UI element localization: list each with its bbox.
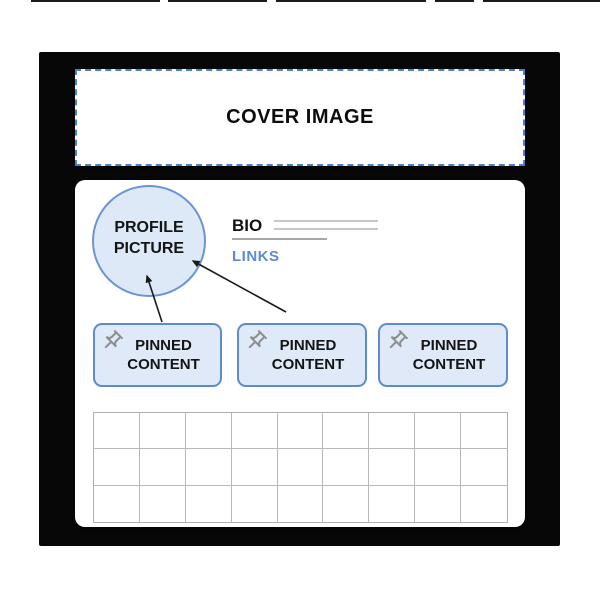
profile-picture-placeholder: PROFILE PICTURE <box>92 185 206 297</box>
bio-placeholder-line <box>274 220 378 222</box>
pushpin-icon <box>248 330 267 349</box>
bio-placeholder-line <box>232 238 327 240</box>
pinned-content-label: PINNED CONTENT <box>271 337 345 373</box>
grid-cell <box>277 413 324 450</box>
grid-cell <box>94 485 140 522</box>
top-edge-artifact <box>276 0 426 2</box>
grid-cell <box>461 449 507 486</box>
pinned-content-box: PINNED CONTENT <box>93 323 222 387</box>
grid-cell <box>231 449 278 486</box>
pinned-content-box: PINNED CONTENT <box>378 323 508 387</box>
grid-cell <box>278 485 324 522</box>
grid-cell <box>369 413 416 450</box>
pinned-content-box: PINNED CONTENT <box>237 323 367 387</box>
grid-cell <box>369 449 416 486</box>
grid-cell <box>139 413 186 450</box>
pushpin-icon <box>104 330 123 349</box>
bio-placeholder-line <box>274 228 378 230</box>
grid-cell <box>369 485 416 522</box>
grid-cell <box>232 485 278 522</box>
cover-image-label: COVER IMAGE <box>226 106 374 128</box>
grid-cell <box>94 413 140 450</box>
links-label: LINKS <box>232 248 280 265</box>
top-edge-artifact <box>483 0 600 2</box>
grid-cell <box>415 449 462 486</box>
grid-cell <box>415 485 462 522</box>
grid-cell <box>323 449 370 486</box>
profile-picture-label: PROFILE PICTURE <box>113 219 185 257</box>
grid-cell <box>94 449 140 486</box>
profile-panel: PROFILE PICTURE BIO LINKS PINNED CONTENT… <box>75 180 525 527</box>
grid-cell <box>323 485 370 522</box>
top-edge-artifact <box>31 0 160 2</box>
grid-cell <box>139 449 186 486</box>
grid-cell <box>231 413 278 450</box>
grid-cell <box>186 485 232 522</box>
grid-cell <box>185 413 232 450</box>
grid-cell <box>277 449 324 486</box>
grid-cell <box>461 486 507 522</box>
content-grid <box>93 412 508 523</box>
arrow-right <box>191 260 287 313</box>
pinned-content-label: PINNED CONTENT <box>412 337 486 373</box>
grid-cell <box>461 413 507 450</box>
pushpin-icon <box>389 330 408 349</box>
grid-cell <box>140 485 186 522</box>
pinned-content-label: PINNED CONTENT <box>127 337 200 373</box>
grid-cell <box>323 413 370 450</box>
top-edge-artifact <box>435 0 474 2</box>
grid-cell <box>185 449 232 486</box>
grid-cell <box>415 413 462 450</box>
bio-label: BIO <box>232 216 263 235</box>
top-edge-artifact <box>168 0 267 2</box>
cover-image-placeholder: COVER IMAGE <box>75 69 525 166</box>
